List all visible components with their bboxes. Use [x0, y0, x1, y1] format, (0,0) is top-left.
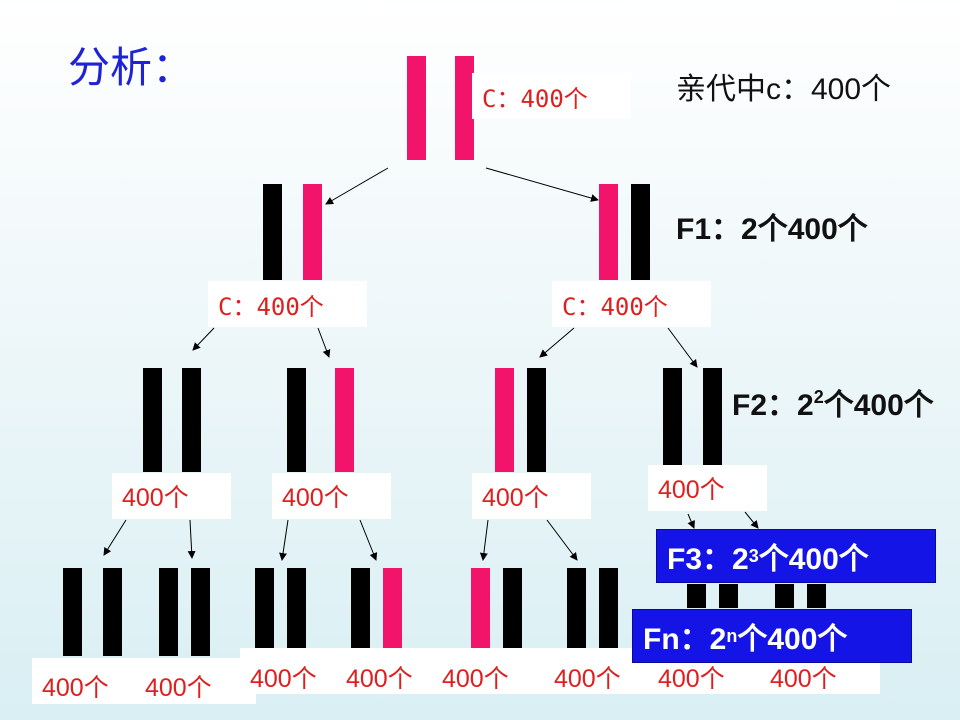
f2-generation-text: F2：22个400个: [732, 380, 934, 424]
page-title: 分析：: [68, 43, 195, 92]
strand-f2b-2: [335, 368, 354, 472]
strand-f2b-1: [287, 368, 306, 472]
parent-generation-text: 亲代中c：400个: [676, 73, 892, 106]
f3-prefix: F3：2: [667, 543, 749, 576]
strand-root-a: [407, 56, 426, 160]
arrow-f1r-left: [539, 327, 575, 358]
label-f3-8: 400个: [770, 665, 837, 693]
label-f1-right: C：400个: [552, 281, 711, 327]
strand-root-b: [455, 56, 474, 160]
arrow-d: [359, 519, 378, 561]
strand-f1r-new: [599, 184, 618, 280]
strand-f2c-2: [527, 368, 546, 472]
strand-f1r-old: [631, 184, 650, 280]
label-f2-1: 400个: [112, 473, 231, 519]
strand-f3-4b: [383, 568, 402, 648]
strand-f2c-1: [495, 368, 514, 472]
arrow-f1r-right: [667, 327, 698, 368]
fn-prefix: Fn：2: [643, 623, 727, 656]
arrow-f: [546, 519, 578, 561]
strand-f3-1b: [103, 568, 122, 656]
f2-prefix: F2：2: [732, 389, 814, 422]
label-f3-1: 400个: [42, 674, 109, 702]
f1-generation-text: F1：2个400个: [676, 213, 868, 246]
f2-exponent: 2: [813, 387, 824, 407]
strand-f1l-new: [303, 184, 322, 280]
arrow-c: [279, 519, 289, 561]
label-f3-7: 400个: [658, 665, 725, 693]
label-f3-6: 400个: [554, 665, 621, 693]
strand-f3-2b: [191, 568, 210, 656]
arrow-f1l-right: [317, 327, 331, 358]
fn-suffix: 个400个: [737, 623, 848, 656]
f2-suffix: 个400个: [823, 389, 934, 422]
strand-f3-3b: [287, 568, 306, 648]
arrow-g: [687, 513, 695, 529]
label-f2-2: 400个: [272, 473, 391, 519]
strand-f2a-2: [182, 368, 201, 472]
strand-f2a-1: [143, 368, 162, 472]
arrow-h: [744, 511, 759, 529]
strand-f3-6b: [599, 568, 618, 648]
strand-f2d-2: [703, 368, 722, 472]
label-f3-3: 400个: [250, 665, 317, 693]
label-root: C：400个: [472, 73, 631, 119]
strand-f3-2a: [159, 568, 178, 656]
f3-label-strip-left: [32, 658, 256, 704]
arrow-e: [479, 519, 489, 561]
strand-f3-5b: [503, 568, 522, 648]
strand-f2d-1: [663, 368, 682, 472]
label-f3-5: 400个: [442, 665, 509, 693]
strand-f3-6a: [567, 568, 586, 648]
label-f2-4: 400个: [648, 465, 767, 511]
strand-f3-8b: [807, 584, 826, 608]
f3-suffix: 个400个: [758, 543, 869, 576]
strand-f3-8a: [775, 584, 794, 608]
arrow-root-left: [325, 167, 389, 205]
label-f3-4: 400个: [346, 665, 413, 693]
strand-f3-7b: [719, 584, 738, 608]
label-f3-2: 400个: [145, 674, 212, 702]
arrow-a: [103, 519, 127, 556]
strand-f1l-old: [263, 184, 282, 280]
arrow-b: [187, 519, 196, 559]
label-f2-3: 400个: [472, 473, 591, 519]
arrow-f1l-left: [192, 327, 215, 351]
strand-f3-7a: [687, 584, 706, 608]
strand-f3-4a: [351, 568, 370, 648]
strand-f3-1a: [63, 568, 82, 656]
strand-f3-3a: [255, 568, 274, 648]
label-f1-left: C：400个: [208, 281, 367, 327]
arrow-root-right: [485, 167, 599, 202]
strand-f3-5a: [471, 568, 490, 648]
